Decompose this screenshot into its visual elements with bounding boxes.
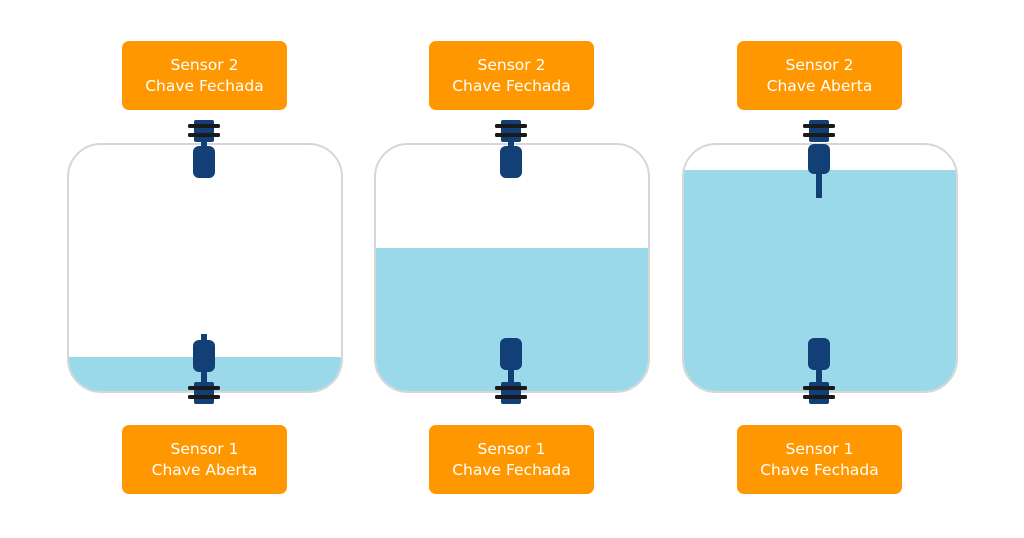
sensor-2-title: Sensor 2 [170, 55, 239, 74]
sensor-rod [816, 368, 822, 382]
sensor-1-state: Chave Fechada [760, 460, 879, 479]
float-sensor-2-icon [803, 120, 835, 198]
sensor-1-state: Chave Aberta [151, 460, 258, 479]
sensor-washer [188, 133, 220, 137]
sensor-rod [201, 370, 207, 382]
sensor-float [500, 338, 522, 370]
sensor-washer [803, 395, 835, 399]
sensor-washer [188, 395, 220, 399]
sensor-2-label-tank-1: Sensor 2 Chave Fechada [122, 41, 287, 110]
sensor-group [803, 338, 835, 404]
sensor-stem [809, 120, 829, 142]
sensor-rod [508, 368, 514, 382]
sensor-1-label-tank-2: Sensor 1 Chave Fechada [429, 425, 594, 494]
sensor-washer [188, 124, 220, 128]
sensor-1-title: Sensor 1 [785, 439, 854, 458]
sensor-2-state: Chave Fechada [452, 76, 571, 95]
float-sensor-2-icon [495, 120, 527, 178]
sensor-1-state: Chave Fechada [452, 460, 571, 479]
sensor-washer [495, 386, 527, 390]
sensor-stem [501, 120, 521, 142]
sensor-2-label-tank-3: Sensor 2 Chave Aberta [737, 41, 902, 110]
sensor-washer [495, 124, 527, 128]
sensor-rod [508, 140, 514, 148]
sensor-1-label-tank-3: Sensor 1 Chave Fechada [737, 425, 902, 494]
sensor-2-state: Chave Fechada [145, 76, 264, 95]
sensor-washer [188, 386, 220, 390]
float-sensor-1-icon [188, 334, 220, 404]
sensor-group [495, 338, 527, 404]
sensor-2-title: Sensor 2 [477, 55, 546, 74]
sensor-washer [803, 124, 835, 128]
sensor-stem [501, 382, 521, 404]
sensor-group [188, 120, 220, 178]
sensor-float [808, 338, 830, 370]
sensor-float [500, 146, 522, 178]
sensor-rod [201, 140, 207, 148]
sensor-2-label-tank-2: Sensor 2 Chave Fechada [429, 41, 594, 110]
sensor-group [803, 120, 835, 198]
sensor-1-title: Sensor 1 [477, 439, 546, 458]
sensor-2-state: Chave Aberta [766, 76, 873, 95]
sensor-float [808, 144, 830, 174]
sensor-group [495, 120, 527, 178]
sensor-float [193, 146, 215, 178]
sensor-washer [495, 395, 527, 399]
sensor-2-title: Sensor 2 [785, 55, 854, 74]
sensor-stem [809, 382, 829, 404]
float-sensor-2-icon [188, 120, 220, 178]
float-sensor-1-icon [495, 338, 527, 404]
sensor-group [188, 334, 220, 404]
sensor-washer [495, 133, 527, 137]
sensor-washer [803, 386, 835, 390]
sensor-washer [803, 133, 835, 137]
sensor-rod [201, 334, 207, 342]
sensor-1-label-tank-1: Sensor 1 Chave Aberta [122, 425, 287, 494]
sensor-stem [194, 382, 214, 404]
sensor-1-title: Sensor 1 [170, 439, 239, 458]
sensor-stem [194, 120, 214, 142]
sensor-rod [816, 172, 822, 198]
sensor-float [193, 340, 215, 372]
float-sensor-1-icon [803, 338, 835, 404]
